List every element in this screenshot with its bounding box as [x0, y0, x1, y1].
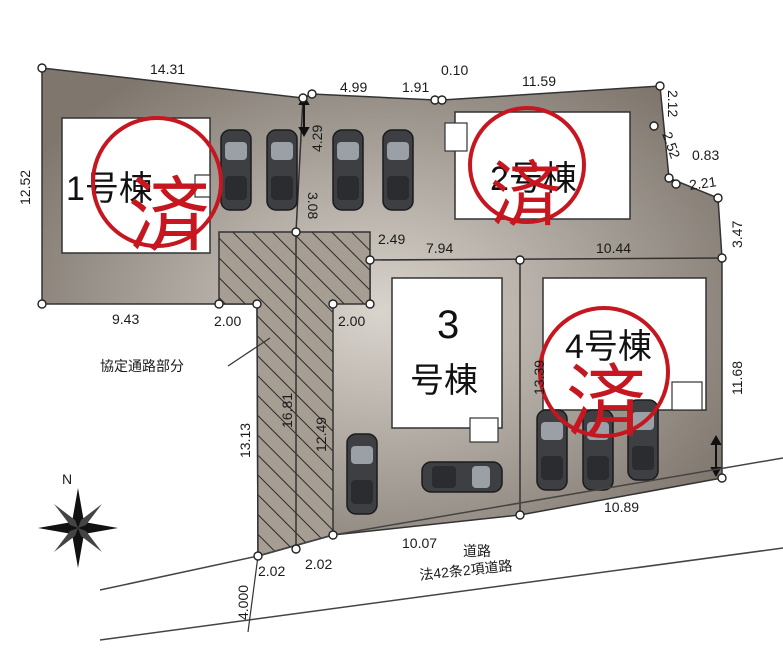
dim-top-1-91: 1.91 [402, 79, 429, 95]
dimension-labels: 14.31 12.52 9.43 4.29 3.08 4.99 1.91 0.1… [17, 61, 745, 620]
building-3-porch [469, 417, 499, 443]
dim-bottom-left: 9.43 [112, 311, 139, 327]
north-compass [38, 488, 118, 568]
dim-top-4-99: 4.99 [340, 79, 367, 95]
dim-mid-2-49: 2.49 [378, 231, 405, 247]
building-4-sold-stamp: 済 [566, 356, 646, 449]
building-4-label: 4号棟 [565, 328, 652, 366]
shared-road-label: 協定通路部分 [100, 358, 184, 374]
building-2-porch [444, 122, 468, 152]
dim-16-81: 16.81 [279, 393, 295, 428]
car-1 [220, 129, 252, 211]
dim-width-2-00-left: 2.00 [214, 313, 241, 329]
dim-11-68: 11.68 [729, 361, 745, 395]
dim-top-0-10: 0.10 [441, 62, 468, 78]
car-5 [346, 433, 378, 515]
car-2 [266, 129, 298, 211]
building-1-label: 1号棟 [66, 170, 153, 208]
dim-13-39: 13.39 [531, 360, 547, 395]
car-4 [382, 129, 414, 211]
car-6 [421, 461, 503, 493]
dim-bottom-10-07: 10.07 [402, 535, 437, 551]
dim-right-2-21: 2.21 [688, 173, 717, 193]
building-3 [391, 277, 503, 429]
north-label: N [62, 471, 72, 487]
building-2-label: 2号棟 [490, 160, 577, 198]
car-3 [332, 129, 364, 211]
shared-road-leader [227, 337, 271, 367]
building-4-porch [671, 381, 703, 411]
dim-bottom-2-02-left: 2.02 [258, 563, 285, 579]
dim-mid-10-44: 10.44 [596, 240, 631, 256]
dim-mid-7-94: 7.94 [426, 240, 453, 256]
dim-right-2-12: 2.12 [665, 90, 681, 117]
dim-3-08: 3.08 [305, 192, 321, 219]
dim-right-3-47: 3.47 [729, 221, 745, 248]
building-4-sold-stamp-ring [538, 306, 670, 438]
dim-road-width: 4.000 [235, 585, 251, 620]
building-1 [61, 117, 211, 254]
building-3-suffix: 号棟 [410, 362, 478, 400]
building-1-sold-stamp-ring [91, 116, 223, 248]
dim-13-13: 13.13 [237, 423, 253, 458]
dim-4-29: 4.29 [309, 125, 325, 152]
dim-bottom-10-89: 10.89 [604, 499, 639, 515]
dim-width-2-00-right: 2.00 [338, 313, 365, 329]
road-type: 法42条2項道路 [419, 557, 514, 583]
building-1-porch [194, 174, 211, 198]
dim-bottom-2-02-right: 2.02 [305, 556, 332, 572]
dim-left-side: 12.52 [17, 170, 33, 205]
building-3-number: 3 [437, 303, 459, 347]
dim-12-49: 12.49 [313, 417, 329, 452]
road-name: 道路 [463, 543, 491, 559]
building-2-sold-stamp: 済 [490, 153, 562, 237]
dim-top-left: 14.31 [150, 61, 185, 77]
dim-right-0-83: 0.83 [692, 147, 719, 163]
building-2-sold-stamp-ring [468, 106, 586, 224]
building-1-sold-stamp: 済 [128, 169, 210, 264]
survey-points [37, 63, 727, 561]
sold-stamps: 済 済 済 [91, 106, 670, 449]
dim-top-11-59: 11.59 [522, 73, 556, 89]
road-width-arrow [247, 555, 259, 633]
